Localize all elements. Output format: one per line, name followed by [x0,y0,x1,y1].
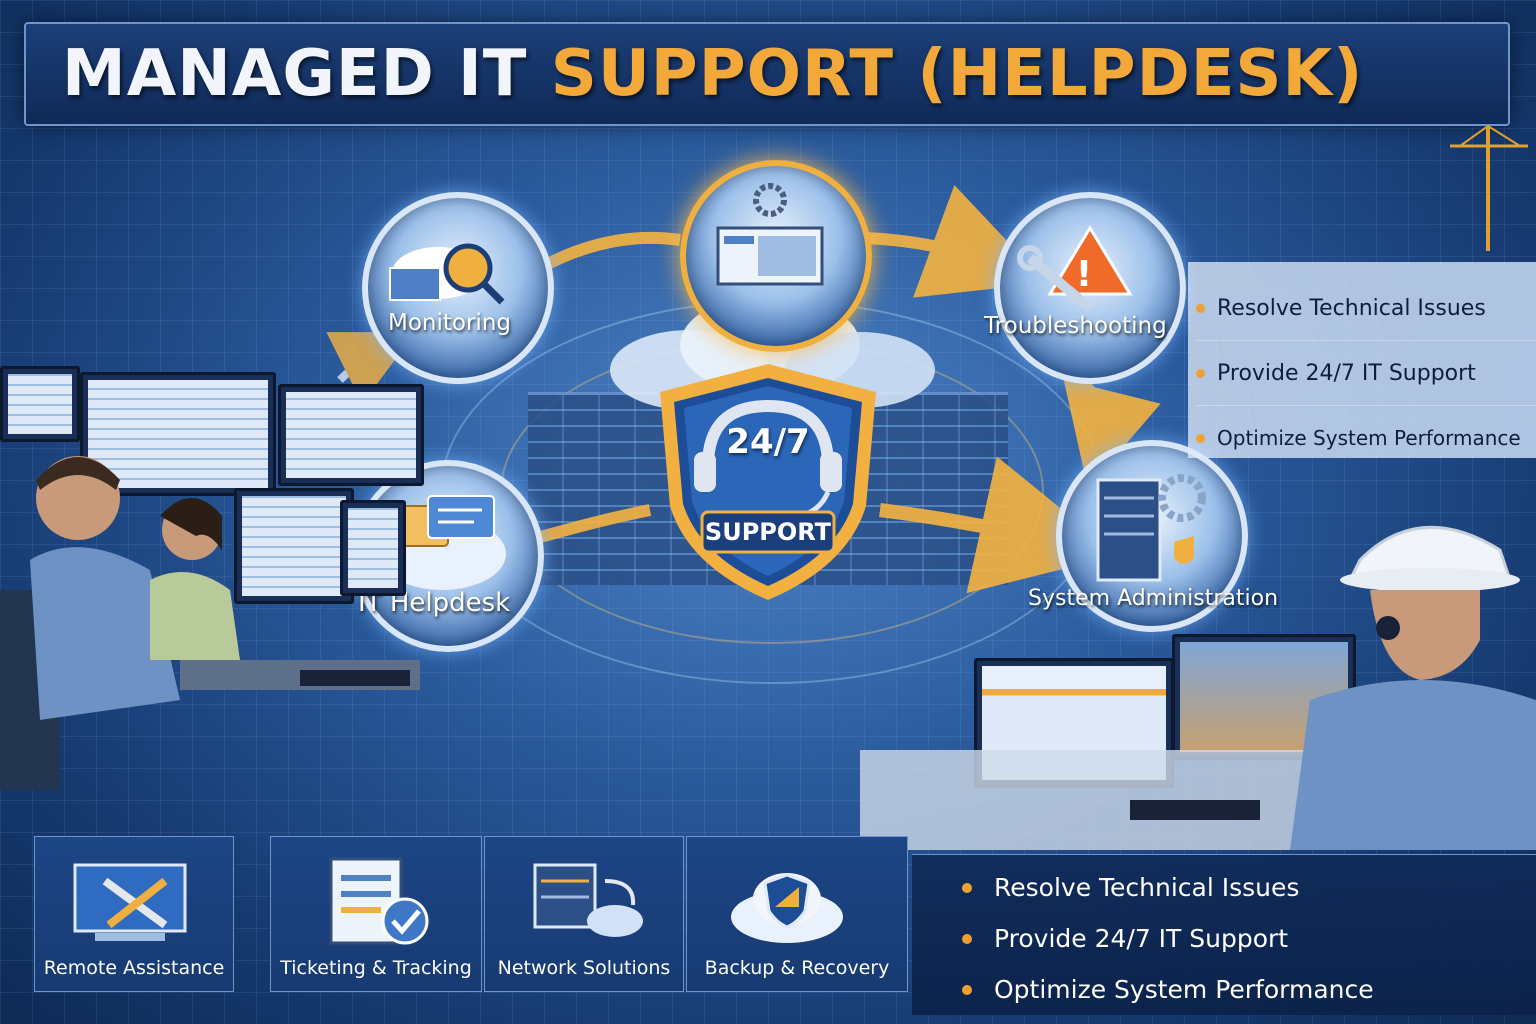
gear-dashboard-icon [716,183,824,286]
bullet-dot-icon [1196,368,1205,378]
service-label: Backup & Recovery [704,957,890,979]
service-network-solutions[interactable]: Network Solutions [484,836,684,992]
bullet-bottom-item: Provide 24/7 IT Support [962,913,1374,964]
center-support-label: SUPPORT [704,518,832,546]
bullet-bottom-text: Resolve Technical Issues [994,873,1300,902]
bullet-top-item: Provide 24/7 IT Support [1196,341,1536,406]
center-hours: 24/7 [726,422,810,462]
remote-tools-icon [73,863,187,941]
service-label: Network Solutions [497,957,671,979]
engineer-figure [860,525,1536,850]
bullet-bottom-item: Optimize System Performance [962,964,1374,1015]
node-system-administration[interactable] [1056,440,1248,632]
desk-monitor [340,500,406,596]
bullet-bottom-item: Resolve Technical Issues [962,862,1374,913]
bullet-dot-icon [962,984,972,995]
wall-monitor [278,384,424,486]
title-banner: MANAGED IT SUPPORT (HELPDESK) [24,22,1510,126]
bullet-bottom-text: Provide 24/7 IT Support [994,924,1289,953]
server-gear-icon [1096,474,1206,582]
bullet-top-item: Resolve Technical Issues [1196,276,1536,341]
bullets-bottom-panel [912,854,1536,1015]
service-backup-recovery[interactable]: Backup & Recovery [686,836,908,992]
cloud-magnifier-icon [389,243,505,305]
node-label-troubleshooting: Troubleshooting [984,313,1167,339]
bullet-dot-icon [962,882,972,893]
desk-monitor [234,488,354,604]
support-shield [660,364,876,600]
network-server-icon [533,863,643,937]
cloud-shield-icon [731,873,843,943]
title-part-gold: SUPPORT (HELPDESK) [550,37,1364,111]
bullet-top-item: Optimize System Performance [1196,406,1536,470]
wall-monitor [0,366,80,442]
bullet-top-text: Resolve Technical Issues [1217,295,1486,321]
wrench-warning-icon: ! [1017,225,1133,312]
node-troubleshooting[interactable]: ! [994,192,1186,384]
bullet-top-text: Optimize System Performance [1217,426,1521,450]
bullet-dot-icon [962,933,972,944]
node-label-monitoring: Monitoring [388,310,511,336]
bullet-dot-icon [1196,303,1205,313]
bullets-top: Resolve Technical Issues Provide 24/7 IT… [1196,276,1536,470]
headset-icon [702,399,834,467]
node-dashboard[interactable] [680,160,872,352]
service-label: Ticketing & Tracking [280,957,472,979]
bullets-bottom: Resolve Technical Issues Provide 24/7 IT… [962,862,1374,1015]
service-label: Remote Assistance [43,957,225,979]
operators-figures [0,456,420,790]
node-monitoring[interactable] [362,192,554,384]
ticket-check-icon [329,857,429,945]
service-ticketing-tracking[interactable]: Ticketing & Tracking [270,836,482,992]
bullet-bottom-text: Optimize System Performance [994,975,1374,1004]
page-title: MANAGED IT SUPPORT (HELPDESK) [62,37,1363,111]
bullet-dot-icon [1196,433,1205,443]
title-part-white: MANAGED IT [62,37,551,111]
crane-icon [1450,125,1528,251]
bullet-top-text: Provide 24/7 IT Support [1217,360,1476,386]
node-label-system-administration: System Administration [1028,586,1279,611]
service-remote-assistance[interactable]: Remote Assistance [34,836,234,992]
bullets-top-panel [1188,262,1536,458]
svg-text:!: ! [1076,254,1092,295]
